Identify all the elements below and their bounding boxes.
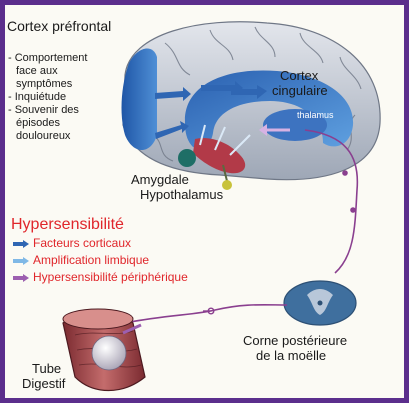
- prefrontal-item: face aux: [16, 65, 58, 78]
- dark-blue-arrow-icon: [13, 240, 29, 248]
- prefrontal-item: - Souvenir des: [8, 104, 79, 117]
- legend-title: Hypersensibilité: [11, 216, 124, 234]
- purple-arrow-icon: [13, 274, 29, 282]
- diagram-panel: Cortex préfrontal - Comportement face au…: [5, 5, 404, 398]
- legend-item-cortical: Facteurs corticaux: [13, 237, 131, 250]
- prefrontal-cortex: [122, 48, 157, 150]
- light-blue-arrow-icon: [13, 257, 29, 265]
- prefrontal-item: douloureux: [16, 130, 70, 143]
- label-cortex-cingulaire-line2: cingulaire: [272, 83, 328, 98]
- legend-label: Facteurs corticaux: [33, 237, 131, 250]
- label-tube-digestif-line1: Tube: [32, 361, 61, 376]
- label-corne-posterieure-line1: Corne postérieure: [243, 333, 347, 348]
- legend-item-limbic: Amplification limbique: [13, 254, 149, 267]
- label-corne-posterieure-line2: de la moëlle: [256, 348, 326, 363]
- prefrontal-item: épisodes: [16, 117, 60, 130]
- legend-item-peripheral: Hypersensibilité périphérique: [13, 271, 188, 284]
- prefrontal-item: - Comportement: [8, 52, 87, 65]
- hypothalamus: [222, 180, 232, 190]
- label-cortex-prefrontal: Cortex préfrontal: [7, 18, 111, 34]
- food-bolus: [92, 336, 126, 370]
- label-cortex-cingulaire-line1: Cortex: [280, 68, 318, 83]
- prefrontal-item: symptômes: [16, 78, 72, 91]
- label-amygdale: Amygdale: [131, 172, 189, 187]
- peripheral-nerve: [125, 305, 287, 323]
- legend-label: Hypersensibilité périphérique: [33, 271, 188, 284]
- legend-label: Amplification limbique: [33, 254, 149, 267]
- label-tube-digestif-line2: Digestif: [22, 376, 65, 391]
- prefrontal-item: - Inquiétude: [8, 91, 66, 104]
- amygdala: [178, 149, 196, 167]
- label-thalamus: thalamus: [297, 110, 334, 120]
- label-hypothalamus: Hypothalamus: [140, 187, 223, 202]
